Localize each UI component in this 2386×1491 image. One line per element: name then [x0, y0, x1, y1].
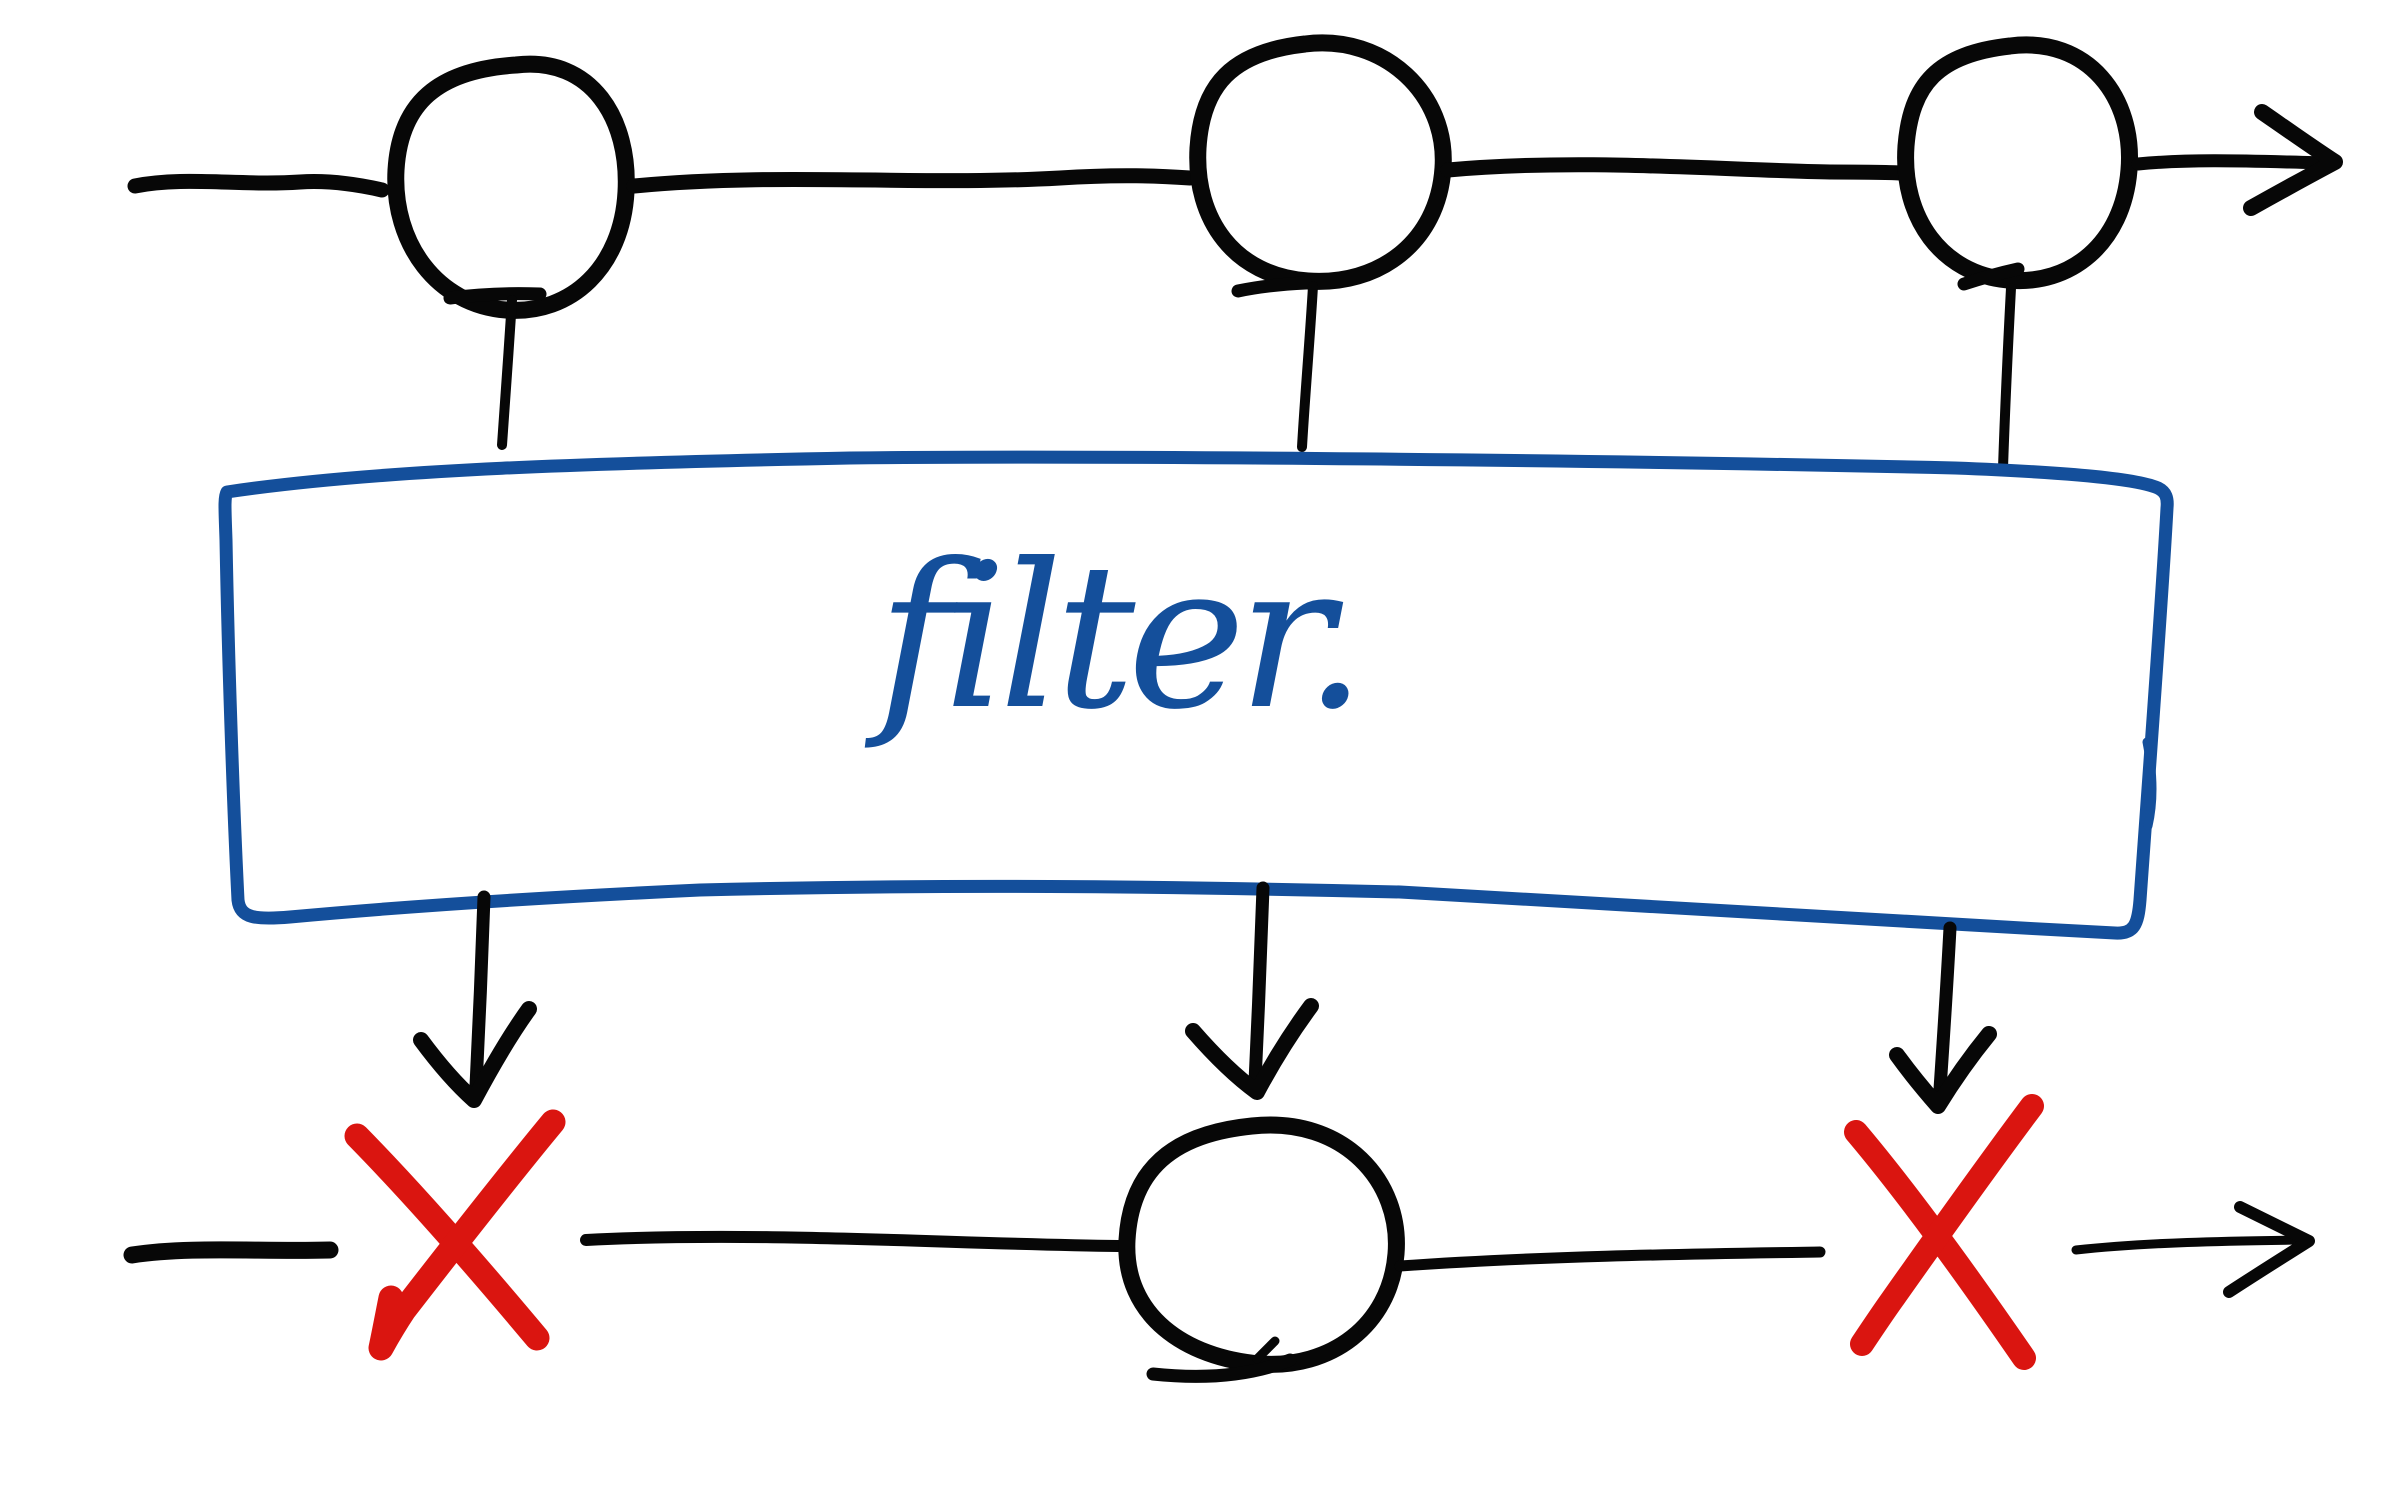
- event-circle-3-tick: [1957, 262, 2025, 291]
- down-arrow-3-shaft: [1932, 921, 1957, 1111]
- input-line: [127, 173, 390, 198]
- event-circle-1-tick: [443, 287, 547, 305]
- output-arrow-line: [2071, 1235, 2305, 1255]
- down-arrow-2-shaft: [1248, 881, 1270, 1089]
- event-circle-2: [1189, 34, 1452, 290]
- filter-box: [218, 450, 2174, 940]
- input-arrow-line: [2131, 154, 2337, 171]
- event-circle-1: [387, 55, 635, 319]
- output-line-start: [123, 1241, 339, 1264]
- stream-line-3: [1440, 157, 1908, 181]
- event-circle-3: [1897, 36, 2139, 290]
- down-arrow-1-shaft: [469, 890, 491, 1093]
- rejected-x-right: [1844, 1094, 2044, 1370]
- x-left-backslash-stroke: [344, 1123, 550, 1351]
- output-circle: [1118, 1116, 1405, 1373]
- filter-label: filter.: [864, 521, 1359, 754]
- x-left-slash-stroke: [368, 1109, 566, 1361]
- filter-box-stray-stroke: [2142, 737, 2157, 831]
- filter-box-group: filter.: [218, 450, 2174, 940]
- down-arrow-2-head-icon: [1185, 998, 1319, 1100]
- output-circle-tail: [1146, 1353, 1297, 1383]
- input-arrowhead-icon: [2243, 104, 2343, 216]
- event-stem-3: [1998, 283, 2016, 473]
- input-stream: [127, 34, 2343, 473]
- output-line-right: [1394, 1246, 1826, 1272]
- rejected-x-left: [344, 1109, 566, 1361]
- event-circle-2-tick: [1231, 276, 1313, 298]
- output-circle-hook: [1252, 1336, 1280, 1364]
- filter-output-arrows: [413, 881, 1997, 1114]
- output-line-middle: [580, 1230, 1124, 1252]
- down-arrow-3-head-icon: [1889, 1026, 1997, 1114]
- down-arrow-1-head-icon: [413, 1001, 537, 1108]
- event-stem-1: [497, 295, 517, 450]
- output-stream: [123, 1116, 2315, 1383]
- stream-line-2: [626, 168, 1198, 194]
- output-arrowhead-icon: [2223, 1201, 2315, 1298]
- x-right-slash-stroke: [1850, 1094, 2044, 1356]
- event-stem-2: [1297, 281, 1318, 452]
